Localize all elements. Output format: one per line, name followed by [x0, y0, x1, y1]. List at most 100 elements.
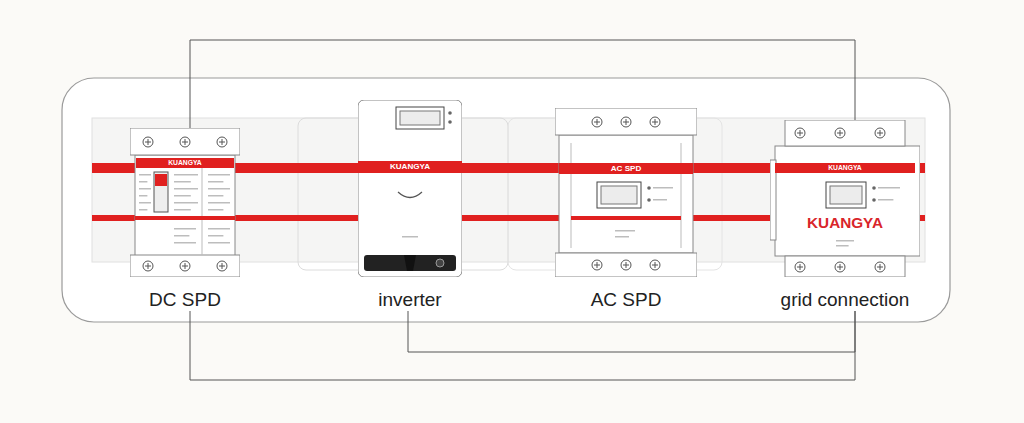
print-line — [208, 228, 230, 230]
screw-slot — [594, 119, 600, 125]
wire — [190, 40, 855, 128]
wire — [408, 311, 855, 352]
print-line — [174, 202, 198, 204]
acspd-device — [555, 108, 697, 277]
display-frame — [826, 182, 866, 208]
device-caption: grid connection — [770, 289, 920, 311]
print-line — [653, 199, 667, 201]
terminal-screw — [621, 117, 631, 127]
device-node: AC SPDAC SPD — [555, 108, 697, 311]
terminal-screw — [621, 260, 631, 270]
toggle-switch — [154, 172, 168, 212]
device-header: AC SPD — [559, 163, 693, 174]
display-frame — [597, 182, 641, 208]
screw-slot — [145, 139, 151, 145]
display-frame — [396, 107, 444, 129]
terminal-screw — [180, 137, 190, 147]
red-stripe — [571, 216, 681, 220]
screw-slot — [623, 262, 629, 268]
indicator-led — [448, 120, 452, 124]
terminal-screw — [180, 261, 190, 271]
print-line — [836, 245, 849, 247]
toggle-handle — [155, 174, 167, 186]
print-line — [139, 188, 151, 190]
print-line — [139, 195, 147, 197]
print-line — [836, 240, 854, 242]
side-rail — [571, 143, 681, 248]
inverter-drawing — [358, 100, 462, 277]
grid-device — [770, 120, 920, 277]
terminal-screw — [835, 128, 845, 138]
screw-slot — [219, 263, 225, 269]
terminal-screw — [650, 117, 660, 127]
screw-slot — [594, 262, 600, 268]
screw-slot — [652, 262, 658, 268]
screw-slot — [877, 264, 883, 270]
indicator-led — [872, 186, 876, 190]
acspd-drawing — [555, 108, 697, 277]
wire — [190, 311, 855, 380]
screw-slot — [623, 119, 629, 125]
red-stripe — [135, 216, 235, 220]
print-line — [208, 242, 230, 244]
screw-slot — [652, 119, 658, 125]
brand-label: KUANGYA — [136, 158, 234, 168]
print-line — [174, 235, 189, 237]
display-screen — [830, 186, 862, 204]
print-line — [615, 236, 629, 238]
print-line — [208, 195, 223, 197]
panel-divider — [508, 118, 722, 270]
terminal-screw — [217, 137, 227, 147]
print-line — [878, 187, 900, 189]
switch-body — [775, 146, 920, 256]
terminal-screw — [795, 128, 805, 138]
spd-body — [559, 135, 693, 253]
print-line — [878, 199, 893, 201]
print-line — [208, 209, 223, 211]
print-line — [208, 181, 223, 183]
screw-slot — [877, 130, 883, 136]
indicator-led — [647, 186, 651, 190]
dcspd-drawing — [130, 128, 240, 277]
terminal-screw — [217, 261, 227, 271]
cable-gland — [404, 255, 416, 271]
front-curve — [398, 192, 422, 198]
device-caption: DC SPD — [130, 289, 240, 311]
terminal-screw — [592, 260, 602, 270]
screw-slot — [219, 139, 225, 145]
terminal-screw — [795, 262, 805, 272]
device-node: KUANGYAKUANGYAgrid connection — [770, 120, 920, 311]
terminal-screw — [835, 262, 845, 272]
inverter-device — [358, 100, 462, 277]
print-line — [653, 187, 673, 189]
indicator-led — [872, 198, 876, 202]
print-line — [139, 181, 147, 183]
print-line — [208, 235, 223, 237]
print-line — [139, 202, 151, 204]
print-line — [208, 188, 230, 190]
grid-drawing — [770, 120, 920, 277]
device-caption: inverter — [358, 289, 462, 311]
print-line — [174, 181, 191, 183]
terminal-bar — [364, 255, 456, 271]
module-divider — [202, 168, 203, 255]
terminal-block — [785, 256, 905, 277]
print-line — [139, 174, 151, 176]
print-line — [208, 174, 230, 176]
screw-slot — [837, 264, 843, 270]
terminal-screw — [875, 262, 885, 272]
screw-slot — [182, 139, 188, 145]
terminal-block — [130, 128, 240, 155]
breaker-body — [135, 155, 235, 262]
switch-knob — [436, 259, 444, 267]
device-node: KUANGYA DC SPD — [130, 128, 240, 311]
print-line — [174, 188, 198, 190]
print-line — [174, 174, 198, 176]
screw-slot — [837, 130, 843, 136]
print-line — [174, 228, 196, 230]
brand-logo: KUANGYA — [775, 212, 915, 234]
indicator-led — [647, 198, 651, 202]
terminal-block — [555, 253, 697, 277]
screw-slot — [797, 264, 803, 270]
print-line — [208, 202, 230, 204]
